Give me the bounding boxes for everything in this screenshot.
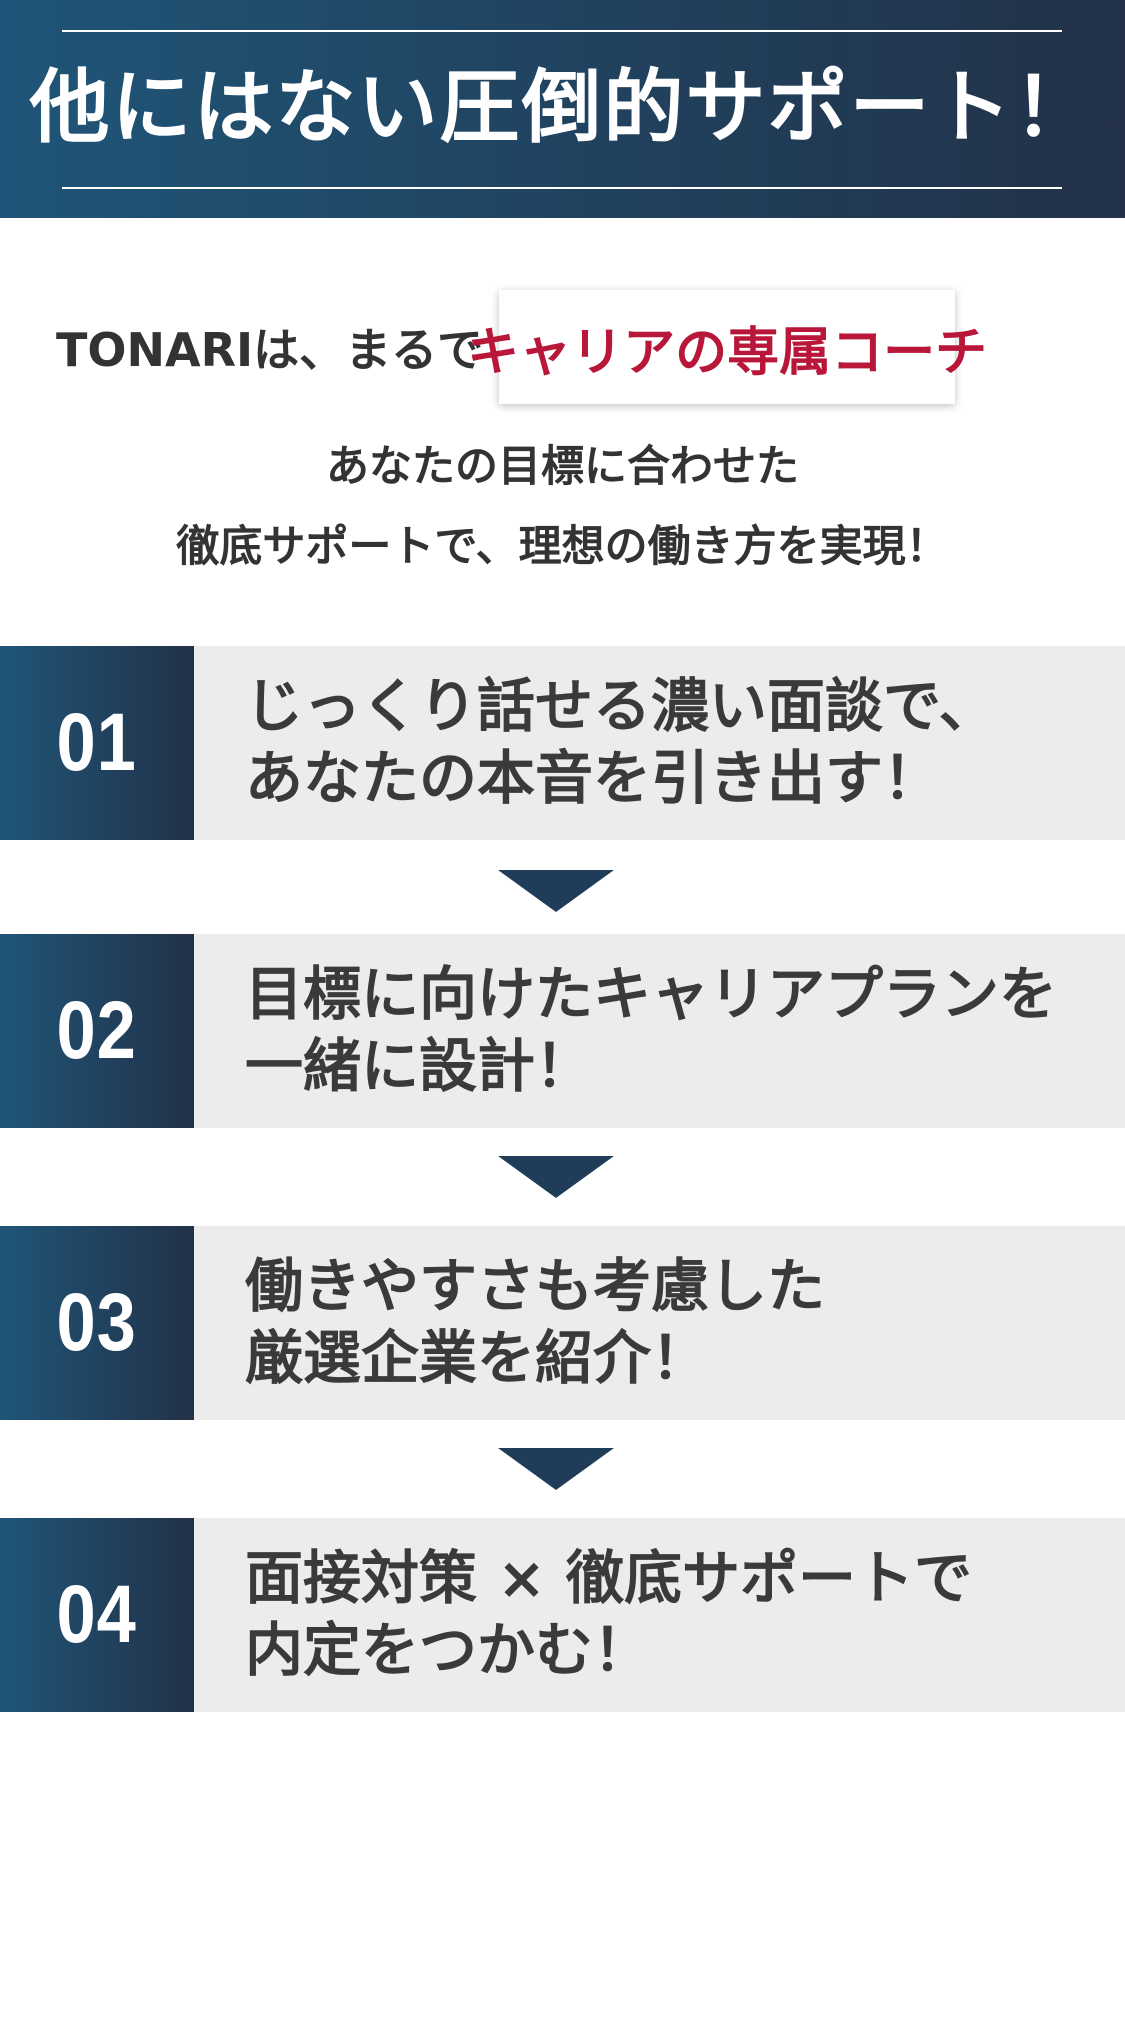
step-03: 03 働きやすさも考慮した 厳選企業を紹介！ <box>0 1226 1125 1420</box>
step-text-line1: じっくり話せる濃い面談で、 <box>245 672 997 740</box>
header-bottom-rule <box>62 187 1062 189</box>
down-arrow-icon <box>498 1448 614 1490</box>
step-text: 面接対策 × 徹底サポートで 内定をつかむ！ <box>245 1542 1105 1686</box>
step-number-box: 04 <box>0 1518 194 1712</box>
header-top-rule <box>62 30 1062 32</box>
step-text-line2: 内定をつかむ！ <box>245 1616 652 1684</box>
step-02: 02 目標に向けたキャリアプランを 一緒に設計！ <box>0 934 1125 1128</box>
lead-description-line2: 徹底サポートで、理想の働き方を実現！ <box>176 522 949 572</box>
step-number-box: 02 <box>0 934 194 1128</box>
lead-row: TONARIは、まるで キャリアの専属コーチ <box>56 290 987 404</box>
step-number: 02 <box>56 985 138 1076</box>
step-number: 04 <box>56 1569 138 1660</box>
step-text-line2: あなたの本音を引き出す！ <box>245 744 942 812</box>
step-text-line1: 面接対策 × 徹底サポートで <box>245 1544 972 1612</box>
lead-prefix: TONARIは、まるで <box>56 323 484 377</box>
step-text-line1: 目標に向けたキャリアプランを <box>245 960 1058 1028</box>
step-number-box: 01 <box>0 646 194 840</box>
step-text-line2: 厳選企業を紹介！ <box>245 1324 710 1392</box>
step-number-box: 03 <box>0 1226 194 1420</box>
step-04: 04 面接対策 × 徹底サポートで 内定をつかむ！ <box>0 1518 1125 1712</box>
step-text: 働きやすさも考慮した 厳選企業を紹介！ <box>245 1250 1105 1394</box>
step-text: じっくり話せる濃い面談で、 あなたの本音を引き出す！ <box>245 670 1105 814</box>
down-arrow-icon <box>498 1156 614 1198</box>
step-text-line2: 一緒に設計！ <box>245 1032 594 1100</box>
down-arrow-icon <box>498 870 614 912</box>
step-text: 目標に向けたキャリアプランを 一緒に設計！ <box>245 958 1105 1102</box>
step-text-line1: 働きやすさも考慮した <box>245 1252 826 1320</box>
coach-highlight-box: キャリアの専属コーチ <box>467 290 987 404</box>
lead-description-line1: あなたの目標に合わせた <box>326 442 799 492</box>
page-title: 他にはない圧倒的サポート！ <box>29 61 1096 154</box>
step-01: 01 じっくり話せる濃い面談で、 あなたの本音を引き出す！ <box>0 646 1125 840</box>
step-number: 01 <box>56 697 138 788</box>
header-banner: 他にはない圧倒的サポート！ <box>0 0 1125 218</box>
coach-highlight-text: キャリアの専属コーチ <box>467 322 988 383</box>
step-number: 03 <box>56 1277 138 1368</box>
